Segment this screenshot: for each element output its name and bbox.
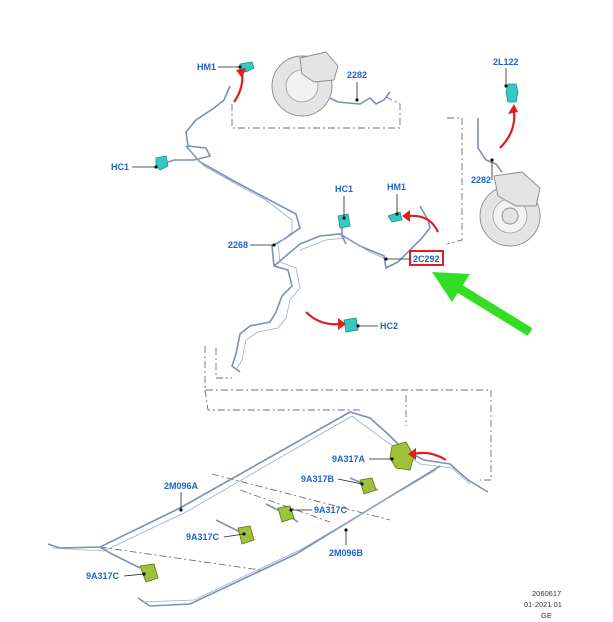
upper-brake-lines (161, 85, 431, 373)
label-hm1-top[interactable]: HM1 (197, 62, 216, 72)
right-brake-assembly (477, 118, 541, 247)
lower-brake-lines (47, 411, 489, 607)
hc2-clip (343, 317, 359, 333)
olive-clips (139, 441, 415, 583)
label-2282-right[interactable]: 2282 (471, 175, 491, 185)
9a317c-clip-2 (237, 525, 255, 545)
9a317a-clip (389, 441, 415, 471)
label-hc2[interactable]: HC2 (380, 321, 398, 331)
label-9a317b[interactable]: 9A317B (301, 474, 335, 484)
hc1-left-clip (155, 155, 169, 171)
reference-date: 01-2021 01 (524, 600, 562, 609)
part-labels: HM1 2282 2L122 HC1 2282 HC1 HM1 2268 2C2… (86, 57, 519, 581)
label-hc1-mid[interactable]: HC1 (335, 184, 353, 194)
label-2c292[interactable]: 2C292 (413, 254, 440, 264)
cyan-clips (155, 61, 519, 333)
label-hm1-mid[interactable]: HM1 (387, 182, 406, 192)
label-9a317c-2[interactable]: 9A317C (186, 532, 220, 542)
2l122-bolt (505, 83, 519, 103)
label-2l122[interactable]: 2L122 (493, 57, 519, 67)
hc1-mid-clip (337, 213, 351, 229)
label-9a317c-1[interactable]: 9A317C (314, 505, 348, 515)
label-2268[interactable]: 2268 (228, 240, 248, 250)
leader-lines (123, 65, 508, 577)
green-pointer-arrow (432, 272, 533, 336)
reference-code: 2060617 (532, 589, 561, 598)
highlight-box (409, 250, 444, 266)
9a317b-clip (359, 477, 377, 495)
left-brake-assembly (271, 51, 391, 117)
label-2m096a[interactable]: 2M096A (164, 481, 199, 491)
red-arrows (233, 68, 518, 461)
label-2m096b[interactable]: 2M096B (329, 548, 364, 558)
hm1-mid-clip (387, 211, 403, 223)
reference-region: GE (541, 611, 552, 620)
label-9a317a[interactable]: 9A317A (332, 454, 366, 464)
9a317c-clip-3 (139, 563, 159, 583)
label-9a317c-3[interactable]: 9A317C (86, 571, 120, 581)
9a317c-clip-1 (277, 505, 295, 523)
reference-block: 2060617 01-2021 01 GE (524, 589, 562, 620)
phantom-lines (99, 96, 492, 571)
label-hc1-left[interactable]: HC1 (111, 162, 129, 172)
label-2282-left[interactable]: 2282 (347, 70, 367, 80)
